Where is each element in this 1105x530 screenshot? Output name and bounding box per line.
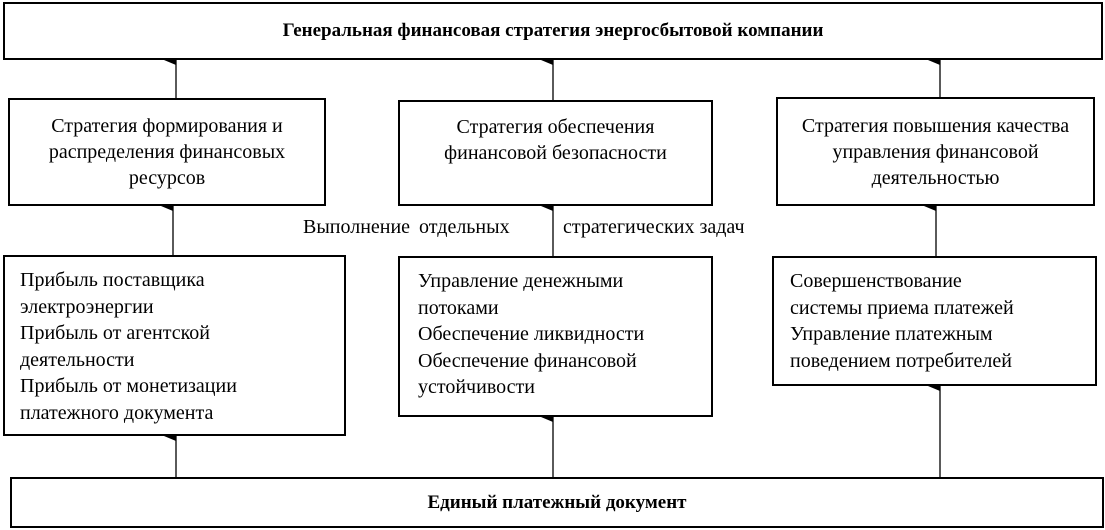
task-line: Обеспечение финансовой [418, 349, 637, 372]
strategy-title: Стратегия формирования и распределения ф… [48, 115, 286, 189]
strategy-box-security: Стратегия обеспечения финансовой безопас… [398, 100, 713, 206]
general-strategy-title: Генеральная финансовая стратегия энергос… [282, 20, 824, 41]
tasks-box-profit: Прибыль поставщика электроэнергии Прибыл… [3, 255, 346, 436]
task-line: Управление денежными [418, 270, 624, 292]
task-line: Прибыль от монетизации [20, 375, 237, 397]
task-line: устойчивости [418, 376, 535, 398]
task-line: платежного документа [20, 401, 214, 424]
task-line: Прибыль поставщика [20, 269, 205, 291]
task-line: потоками [418, 296, 499, 319]
task-line: деятельности [20, 348, 135, 371]
tasks-box-cashflow: Управление денежными потоками Обеспечени… [398, 256, 713, 417]
task-line: Обеспечение ликвидности [418, 323, 645, 345]
task-line: Управление платежным [790, 323, 993, 345]
strategy-title: Стратегия повышения качества управления … [801, 114, 1070, 189]
task-line: Прибыль от агентской [20, 322, 210, 344]
task-line: поведением потребителей [790, 349, 1012, 372]
payment-document-title: Единый платежный документ [427, 491, 687, 513]
general-strategy-box: Генеральная финансовая стратегия энергос… [3, 2, 1103, 60]
strategy-box-resources: Стратегия формирования и распределения ф… [8, 98, 326, 206]
tasks-label-left: Выполнение отдельных [303, 216, 510, 238]
strategy-box-management: Стратегия повышения качества управления … [776, 97, 1095, 206]
tasks-label-right: стратегических задач [563, 216, 745, 238]
task-line: электроэнергии [20, 295, 154, 318]
payment-document-box: Единый платежный документ [10, 477, 1104, 528]
task-line: Совершенствование [790, 270, 962, 292]
task-line: системы приема платежей [790, 296, 1014, 319]
strategy-title: Стратегия обеспечения финансовой безопас… [444, 116, 667, 164]
tasks-box-payments: Совершенствование системы приема платеже… [772, 256, 1097, 386]
